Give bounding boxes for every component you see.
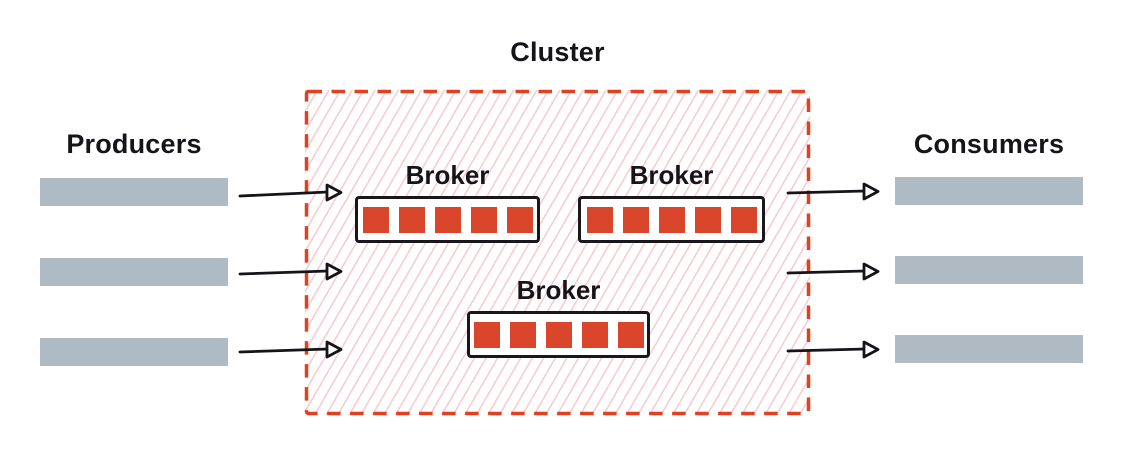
cluster-region [305, 90, 810, 415]
partition-square [581, 321, 608, 348]
partition-square [470, 206, 497, 233]
partition-square [617, 321, 644, 348]
broker-box [355, 196, 540, 243]
consumer-bar [895, 177, 1083, 205]
partition-square [658, 206, 685, 233]
partition-square [434, 206, 461, 233]
consumer-bar [895, 256, 1083, 284]
cluster-title: Cluster [510, 37, 605, 67]
partition-square [509, 321, 536, 348]
broker-group-3: Broker [467, 275, 650, 358]
consumer-bar [895, 335, 1083, 363]
partition-square [694, 206, 721, 233]
broker-group-2: Broker [578, 160, 765, 243]
producer-bars [40, 178, 228, 366]
partition-row [473, 321, 644, 348]
partition-square [506, 206, 533, 233]
producer-bar [40, 258, 228, 286]
producers-label: Producers [66, 129, 202, 159]
partition-square [545, 321, 572, 348]
partition-square [473, 321, 500, 348]
partition-row [362, 206, 533, 233]
broker-label: Broker [629, 160, 714, 190]
broker-group-1: Broker [355, 160, 540, 243]
partition-square [586, 206, 613, 233]
partition-square [730, 206, 757, 233]
producer-bar [40, 338, 228, 366]
partition-row [586, 206, 757, 233]
broker-box [467, 311, 650, 358]
partition-square [398, 206, 425, 233]
broker-box [578, 196, 765, 243]
consumers-label: Consumers [913, 129, 1065, 159]
producer-bar [40, 178, 228, 206]
broker-label: Broker [405, 160, 490, 190]
partition-square [622, 206, 649, 233]
partition-square [362, 206, 389, 233]
broker-label: Broker [516, 275, 601, 305]
consumer-bars [895, 177, 1083, 363]
